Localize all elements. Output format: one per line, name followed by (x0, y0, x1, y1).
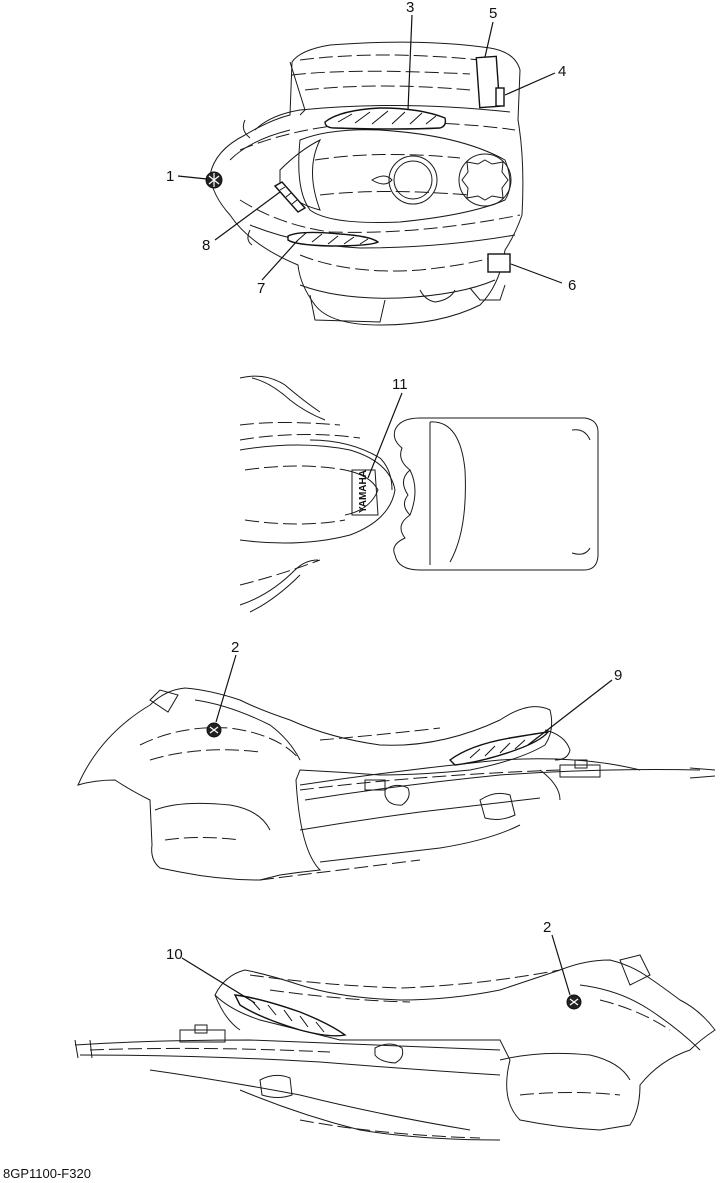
callout-6: 6 (568, 277, 576, 294)
top-view: 1 3 5 4 6 7 8 (166, 0, 576, 326)
callout-10: 10 (166, 946, 183, 963)
left-side-view: 2 9 (77, 639, 716, 881)
callout-11: 11 (392, 376, 408, 393)
callout-1: 1 (166, 168, 174, 185)
right-side-view: 2 10 (74, 919, 716, 1141)
callout-7: 7 (257, 280, 265, 297)
brand-decal-text: YAMAHA (358, 470, 369, 513)
callout-2-lower: 2 (543, 919, 551, 936)
callout-8: 8 (202, 237, 210, 254)
callout-5: 5 (489, 5, 497, 22)
callout-3: 3 (406, 0, 414, 16)
diagram-code: 8GP1100-F320 (3, 1166, 91, 1181)
callout-9: 9 (614, 667, 622, 684)
callout-4: 4 (558, 63, 566, 80)
callout-2-upper: 2 (231, 639, 239, 656)
seat-view: YAMAHA 11 (239, 375, 599, 613)
